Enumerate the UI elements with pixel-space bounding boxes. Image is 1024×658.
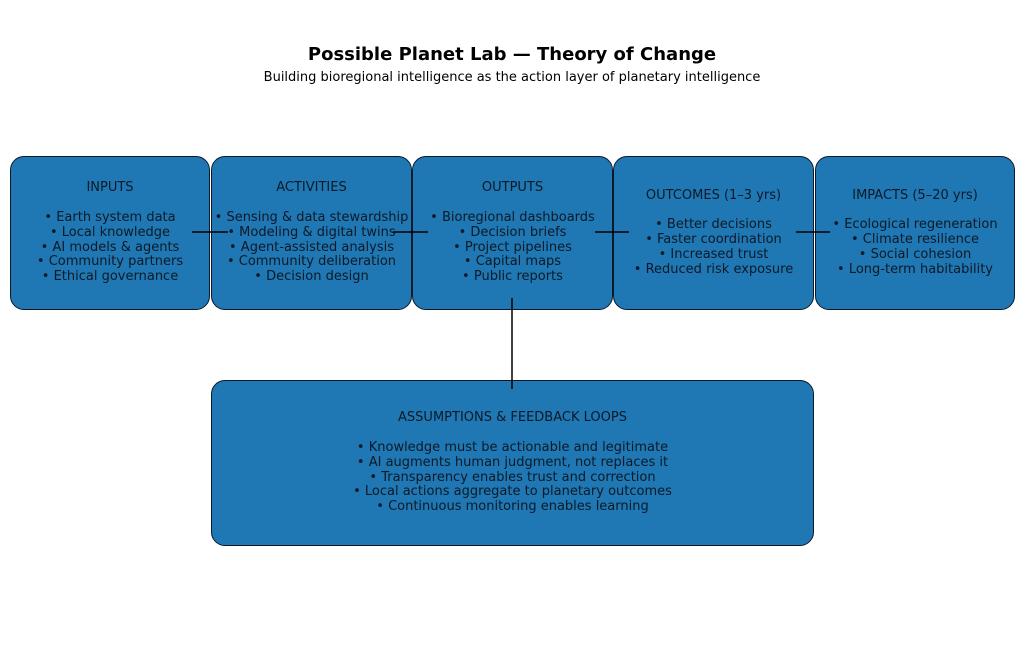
- box-item: • Local knowledge: [49, 224, 171, 240]
- box-item: • Ecological regeneration: [832, 217, 998, 233]
- diagram-subtitle: Building bioregional intelligence as the…: [263, 70, 761, 85]
- box-item: • Agent-assisted analysis: [229, 239, 394, 255]
- box-assumptions: ASSUMPTIONS & FEEDBACK LOOPS • Knowledge …: [211, 380, 814, 546]
- box-item: • Sensing & data stewardship: [214, 209, 409, 225]
- box-item: • Long-term habitability: [837, 261, 993, 277]
- box-item: • Earth system data: [44, 209, 176, 225]
- box-item: • Community partners: [36, 254, 184, 270]
- box-item: • AI augments human judgment, not replac…: [356, 454, 669, 470]
- box-outputs: OUTPUTS • Bioregional dashboards• Decisio…: [412, 156, 613, 310]
- box-item: • Capital maps: [463, 254, 562, 270]
- diagram-title: Possible Planet Lab — Theory of Change: [307, 44, 717, 65]
- box-item: • Continuous monitoring enables learning: [376, 499, 649, 515]
- box-item: • Better decisions: [655, 217, 772, 233]
- box-item: • Knowledge must be actionable and legit…: [356, 439, 669, 455]
- box-item: • Bioregional dashboards: [430, 209, 595, 225]
- box-item: • Transparency enables trust and correct…: [369, 469, 656, 485]
- box-heading: ACTIVITIES: [276, 180, 347, 196]
- box-item: • Local actions aggregate to planetary o…: [353, 484, 672, 500]
- box-item: • Decision briefs: [458, 224, 567, 240]
- box-item: • Climate resilience: [850, 232, 979, 248]
- box-item: • Decision design: [254, 269, 369, 285]
- box-inputs: INPUTS • Earth system data• Local knowled…: [10, 156, 210, 310]
- box-item: • Faster coordination: [645, 232, 782, 248]
- box-item: • Ethical governance: [41, 269, 179, 285]
- box-item: • Project pipelines: [453, 239, 572, 255]
- box-heading: OUTCOMES (1–3 yrs): [645, 187, 782, 203]
- box-activities: ACTIVITIES• Sensing & data stewardship• …: [211, 156, 412, 310]
- box-item: • Reduced risk exposure: [633, 261, 794, 277]
- box-item: • Community deliberation: [226, 254, 397, 270]
- box-item: • Social cohesion: [858, 246, 972, 262]
- box-heading: OUTPUTS: [481, 180, 544, 196]
- box-outcomes: OUTCOMES (1–3 yrs) • Better decisions• Fa…: [613, 156, 814, 310]
- box-heading: IMPACTS (5–20 yrs): [852, 187, 978, 203]
- box-item: • Modeling & digital twins: [227, 224, 396, 240]
- box-item: • Public reports: [462, 269, 563, 285]
- box-impacts: IMPACTS (5–20 yrs) • Ecological regenerat…: [815, 156, 1015, 310]
- box-item: • AI models & agents: [40, 239, 180, 255]
- box-heading: INPUTS: [86, 180, 134, 196]
- box-item: • Increased trust: [658, 246, 769, 262]
- box-heading: ASSUMPTIONS & FEEDBACK LOOPS: [398, 410, 627, 426]
